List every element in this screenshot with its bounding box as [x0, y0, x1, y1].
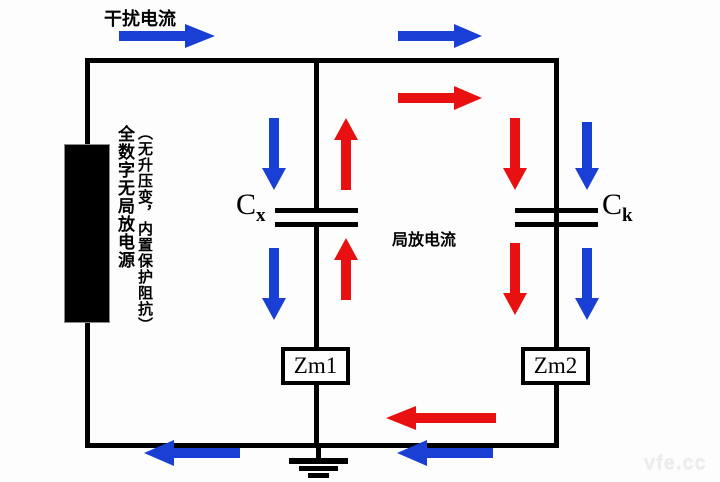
wire-zm1-to-ground — [314, 384, 319, 446]
wire-cx-lower — [314, 226, 319, 348]
arrow-cx-left-lower-interference — [262, 248, 286, 320]
arrow-cx-right-upper-pd — [334, 118, 358, 190]
cx-bottom-plate — [275, 222, 358, 227]
wire-bottom-rail — [85, 443, 559, 448]
ground-bar-3 — [308, 473, 329, 478]
wire-top-rail — [85, 58, 559, 63]
source-label-line2: （无升压变，内置保护阻抗） — [136, 125, 153, 333]
arrow-ck-right-upper-interference — [575, 122, 599, 190]
wire-ck-upper — [554, 58, 559, 208]
watermark: vfe.cc — [644, 452, 707, 474]
arrow-top-left-interference — [119, 24, 215, 48]
arrow-cx-right-lower-pd — [334, 238, 358, 300]
arrow-ck-left-lower-pd — [503, 243, 527, 315]
wire-ck-lower — [554, 226, 559, 348]
ground-bar-1 — [289, 458, 348, 464]
arrow-cx-left-upper-interference — [262, 118, 286, 190]
ck-bottom-plate — [515, 222, 598, 227]
arrow-top-right-interference — [398, 24, 482, 48]
pd-free-power-source-block — [64, 144, 110, 323]
cx-top-plate — [275, 208, 358, 213]
ck-top-plate — [515, 208, 598, 213]
interference-current-label: 干扰电流 — [104, 9, 176, 29]
cx-subscript: x — [256, 205, 266, 226]
source-label-line1: 全数字无局放电源 — [115, 125, 134, 269]
ck-symbol: C — [602, 188, 623, 221]
pd-current-label: 局放电流 — [392, 232, 457, 249]
cx-symbol: C — [236, 188, 257, 221]
zm2-box: Zm2 — [521, 347, 590, 385]
arrow-ck-right-lower-interference — [575, 248, 599, 320]
ground-bar-2 — [299, 466, 338, 471]
arrow-top-pd — [398, 86, 482, 110]
ck-label: Ck — [602, 188, 633, 227]
arrow-bottom-pd-return — [386, 406, 496, 430]
arrow-bottom-mid-interference — [397, 440, 493, 466]
arrow-bottom-left-interference — [144, 440, 240, 466]
zm1-box: Zm1 — [281, 347, 350, 385]
wire-cx-upper — [314, 58, 319, 208]
ck-subscript: k — [622, 205, 633, 226]
cx-label: Cx — [236, 188, 266, 227]
zm1-label: Zm1 — [293, 353, 338, 378]
wire-zm2-to-bottom — [554, 384, 559, 446]
arrow-ck-left-upper-pd — [503, 118, 527, 190]
ground-stem — [316, 443, 321, 460]
zm2-label: Zm2 — [533, 353, 578, 378]
